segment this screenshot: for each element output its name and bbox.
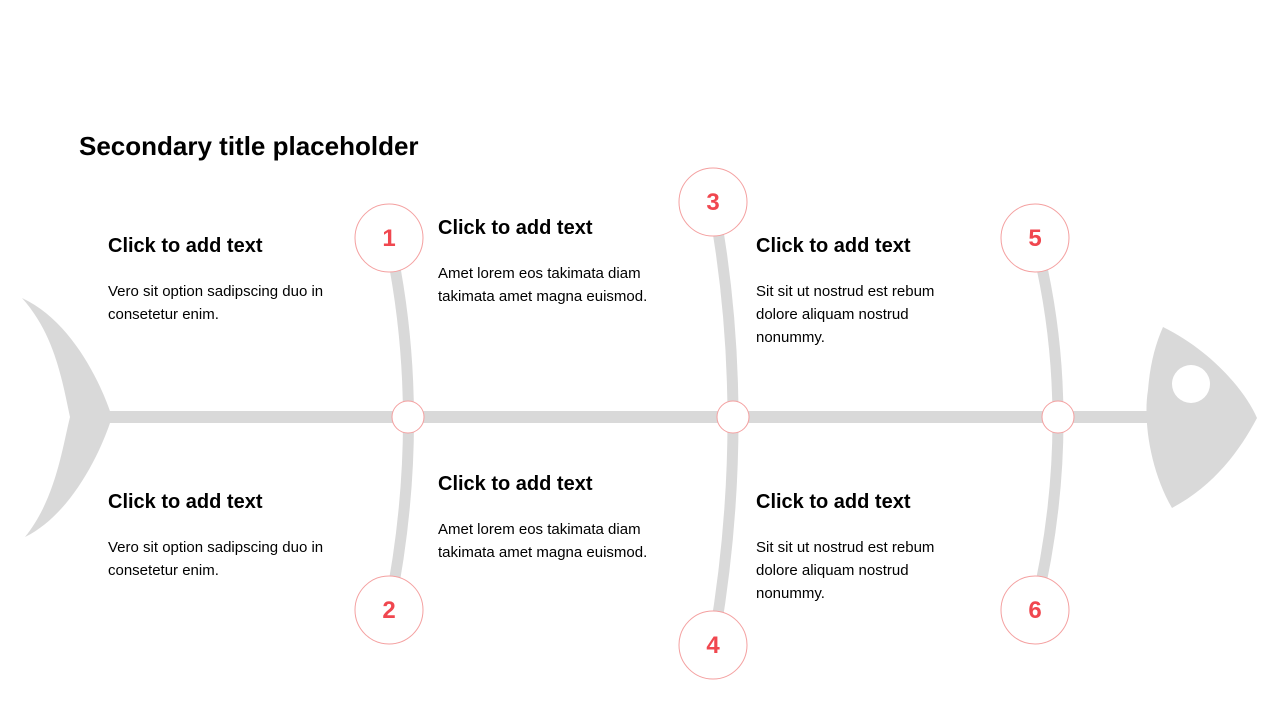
block-heading[interactable]: Click to add text <box>438 217 593 239</box>
block-heading[interactable]: Click to add text <box>108 491 263 513</box>
block-heading[interactable]: Click to add text <box>438 473 593 495</box>
joint-1 <box>391 400 425 434</box>
badge-4 <box>678 610 748 680</box>
badge-number: 6 <box>1028 597 1041 624</box>
fish-head <box>1146 327 1257 508</box>
block-heading[interactable]: Click to add text <box>108 235 263 257</box>
fish-eye <box>1172 365 1210 403</box>
text-block-1: Click to add text Vero sit option sadips… <box>108 234 368 326</box>
joint-3 <box>1041 400 1075 434</box>
text-block-4: Click to add text Amet lorem eos takimat… <box>438 472 678 564</box>
badge-number: 4 <box>706 632 720 659</box>
badge-number: 3 <box>706 189 719 216</box>
block-body[interactable]: Sit sit ut nostrud est rebum dolore aliq… <box>756 283 935 346</box>
fish-tail <box>22 298 112 537</box>
spine <box>105 411 1155 423</box>
badge-number: 5 <box>1028 225 1041 252</box>
badge-6 <box>1000 575 1070 645</box>
badge-number: 1 <box>382 225 395 252</box>
joint-2 <box>716 400 750 434</box>
badge-1 <box>354 203 424 273</box>
badge-2 <box>354 575 424 645</box>
block-heading[interactable]: Click to add text <box>756 235 911 257</box>
badge-3 <box>678 167 748 237</box>
text-block-5: Click to add text Sit sit ut nostrud est… <box>756 234 956 349</box>
badge-5 <box>1000 203 1070 273</box>
text-block-2: Click to add text Vero sit option sadips… <box>108 490 368 582</box>
badge-number: 2 <box>382 597 395 624</box>
text-block-6: Click to add text Sit sit ut nostrud est… <box>756 490 956 605</box>
block-body[interactable]: Amet lorem eos takimata diam takimata am… <box>438 265 648 305</box>
block-heading[interactable]: Click to add text <box>756 491 911 513</box>
page-title: Secondary title placeholder <box>79 131 419 161</box>
block-body[interactable]: Amet lorem eos takimata diam takimata am… <box>438 521 648 561</box>
block-body[interactable]: Vero sit option sadipscing duo in conset… <box>108 283 324 323</box>
text-block-3: Click to add text Amet lorem eos takimat… <box>438 216 678 308</box>
block-body[interactable]: Sit sit ut nostrud est rebum dolore aliq… <box>756 539 935 602</box>
block-body[interactable]: Vero sit option sadipscing duo in conset… <box>108 539 324 579</box>
